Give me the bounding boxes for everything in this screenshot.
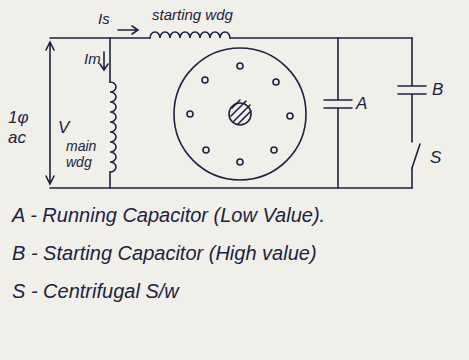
top-wire [50,37,150,39]
top-wire [230,37,412,39]
component-letter: A [356,94,367,114]
rotor-bar [203,147,209,153]
rotor-bar [273,79,279,85]
rotor-circle [174,48,306,180]
component-letter: S [430,148,441,168]
starting-winding-coil [150,32,230,38]
rotor-bar [271,147,277,153]
supply-label: 1φ ac [8,108,42,147]
winding-label: starting wdg [152,6,233,23]
bottom-wire [50,187,412,189]
legend-note: A - Running Capacitor (Low Value). [12,204,325,227]
component-letter: B [432,80,443,100]
voltage-arrow [46,42,54,184]
voltage-label: V [58,118,69,138]
main-winding-coil [110,82,116,172]
current-label: Im [84,50,101,67]
rotor-bar [237,63,243,69]
legend-note: S - Centrifugal S/w [12,280,179,303]
winding-label: main wdg [66,138,106,170]
current-arrow [118,26,138,34]
branch-wire [411,168,413,188]
rotor-bar [202,77,208,83]
rotor-bar [237,159,243,165]
current-label: Is [98,10,110,27]
rotor-bar [287,113,293,119]
rotor-bar [187,111,193,117]
switch-symbol [412,144,420,168]
main-wire [109,38,111,82]
current-arrow [100,52,108,70]
main-wire [109,172,111,188]
capacitor-symbol [324,38,352,188]
shaft-hatching [231,100,251,124]
legend-note: B - Starting Capacitor (High value) [12,242,317,265]
capacitor-symbol [398,38,426,142]
